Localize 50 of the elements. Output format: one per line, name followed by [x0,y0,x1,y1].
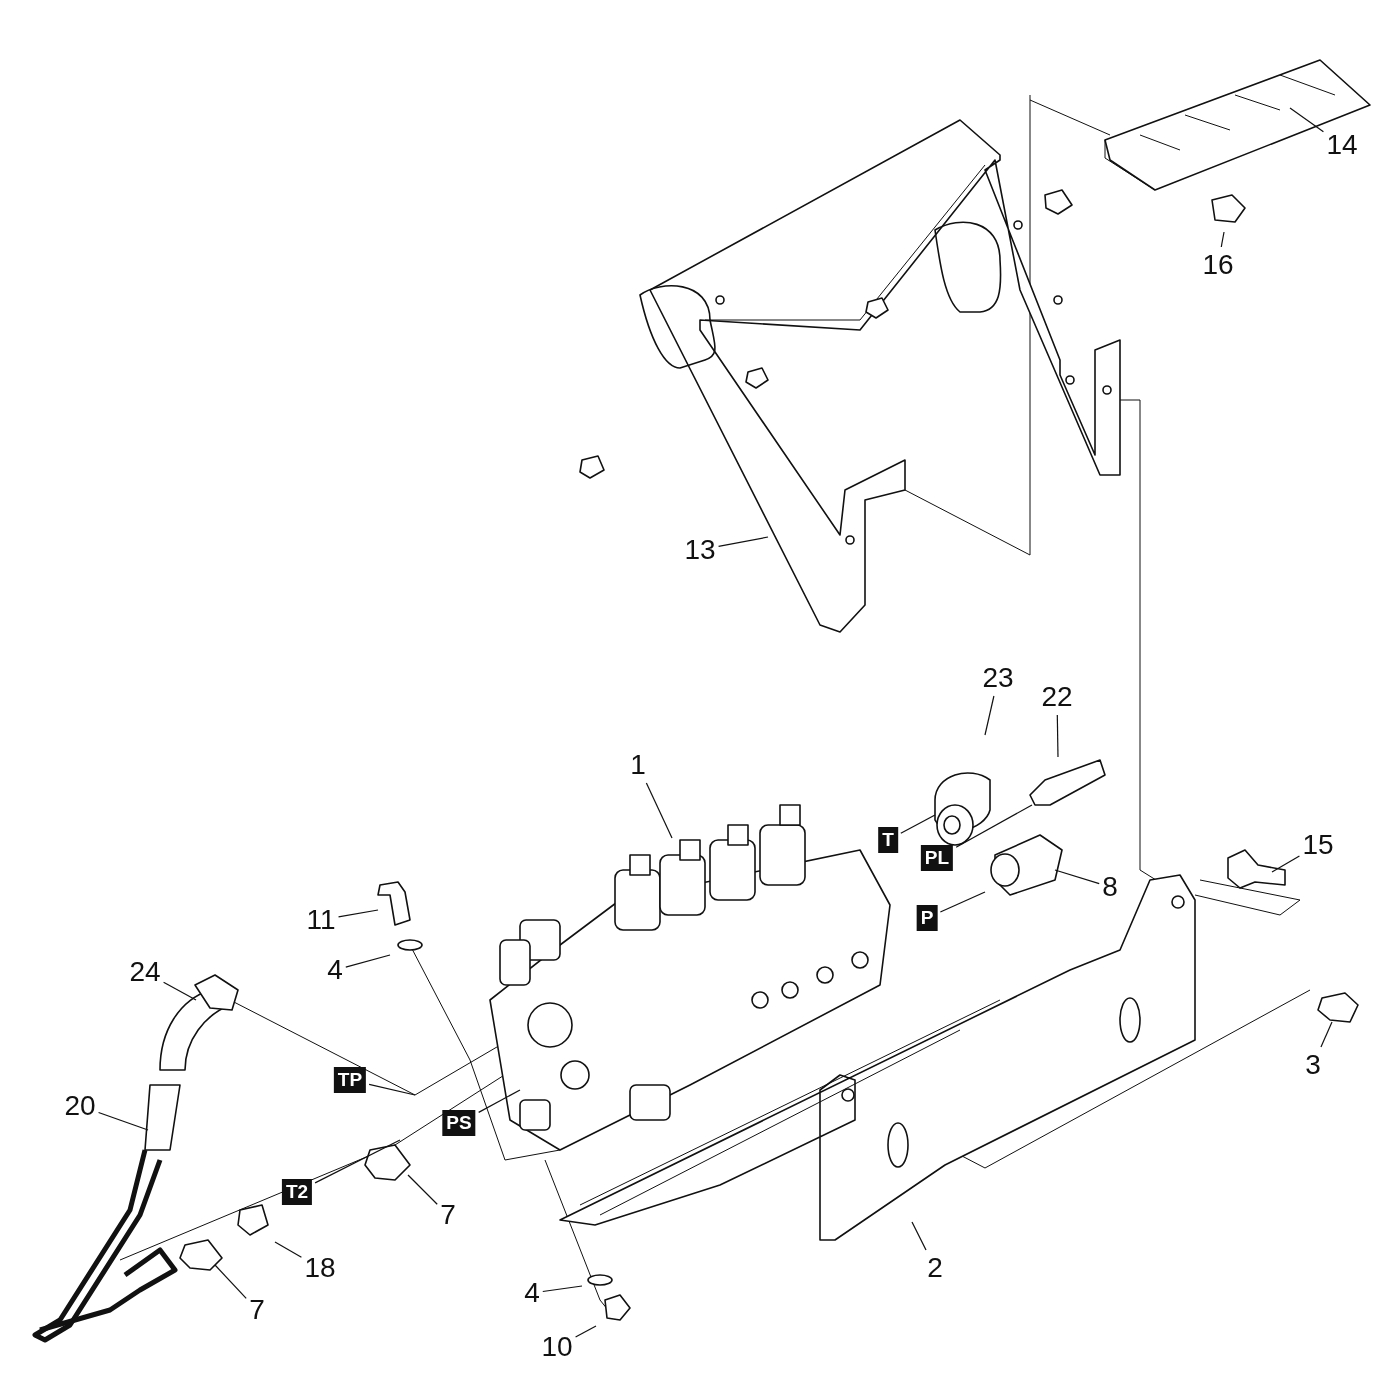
port-tag: PS [442,1110,476,1136]
callout-number: 11 [306,905,336,935]
callout-number: 1 [630,750,646,780]
leader-line [911,1221,927,1251]
port-tag: T [878,827,898,853]
leader-line [900,814,936,834]
port-tag: P [916,905,938,931]
leader-line [163,981,197,1001]
leader-line [955,804,1033,848]
callout-number: 18 [304,1253,336,1283]
callout-number: 7 [440,1200,456,1230]
leader-line [1271,855,1300,873]
leader-line [407,1174,438,1205]
callout-number: 15 [1302,830,1334,860]
leader-line [314,1139,401,1184]
leader-line [337,909,379,918]
callout-number: 7 [249,1295,265,1325]
leader-line [939,891,986,913]
callout-number: 8 [1102,872,1118,902]
callout-number: 22 [1041,682,1073,712]
callout-number: 16 [1202,250,1234,280]
leader-line [575,1325,597,1338]
callout-number: 24 [129,957,161,987]
callout-number: 10 [541,1332,573,1362]
leader-line [478,1089,521,1113]
callout-number: 3 [1305,1050,1321,1080]
leader-line [984,695,995,736]
leader-line [214,1264,247,1300]
callout-number: 23 [982,663,1014,693]
callout-number: 4 [524,1278,540,1308]
leader-line [1056,714,1059,758]
leader-line [274,1241,303,1258]
callout-number: 13 [684,535,716,565]
leader-line [718,536,769,548]
leader-line [645,782,673,839]
callout-number: 20 [64,1091,96,1121]
leader-line [542,1285,583,1293]
leader-line [98,1111,149,1131]
port-tag: T2 [281,1179,313,1205]
leader-line [345,954,391,968]
leader-line [1289,107,1324,133]
port-tag: PL [920,845,954,871]
callout-number: 14 [1326,130,1358,160]
leader-line [1320,1021,1333,1048]
leader-line [368,1083,416,1096]
leader-line [1054,869,1100,885]
callout-number: 2 [927,1253,943,1283]
leader-line [1220,231,1225,248]
callout-number: 4 [327,955,343,985]
port-tag: TP [333,1067,367,1093]
